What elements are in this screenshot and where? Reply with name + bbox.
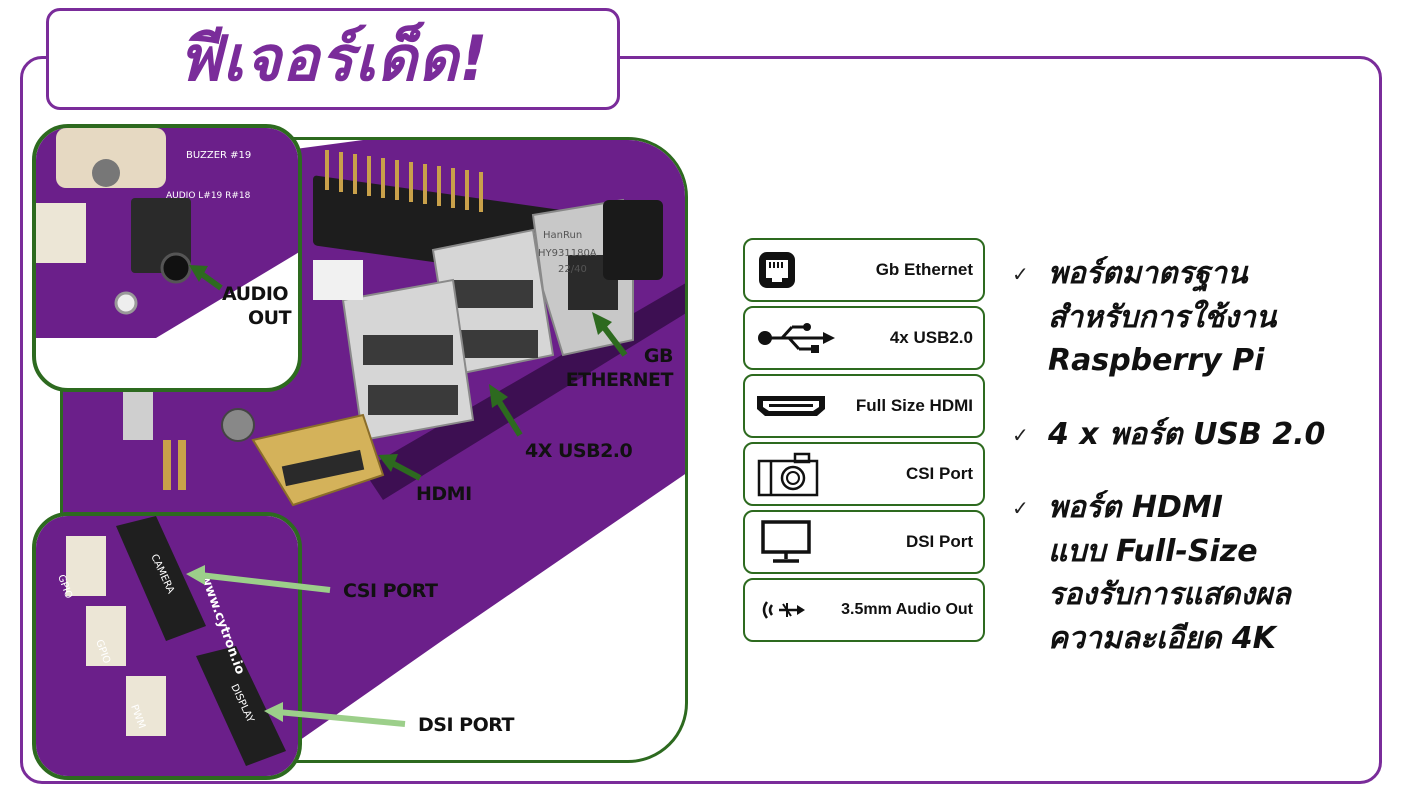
callout-dsi: DSI PORT [418, 714, 514, 736]
feature-audio: 3.5mm Audio Out [743, 578, 985, 642]
pwm-connector [126, 676, 166, 736]
gpio-connector-1 [66, 536, 106, 596]
usb-arrow-head [489, 384, 508, 408]
bullet-line: แบบ Full-Size [1048, 533, 1258, 569]
feature-gb-ethernet: Gb Ethernet [743, 238, 985, 302]
hdmi-arrow-head [378, 454, 398, 472]
feature-label: Gb Ethernet [875, 260, 973, 279]
gb-arrow-head [592, 312, 612, 335]
gpio-pins [325, 150, 483, 212]
grove-connector [36, 203, 86, 263]
bullet-line: ความละเอียด 4K [1048, 620, 1276, 656]
audio-arrow-head [189, 265, 208, 282]
camera-icon [757, 452, 819, 497]
feature-dsi: DSI Port [743, 510, 985, 574]
feature-label: CSI Port [905, 464, 973, 483]
usb-stack-right [431, 228, 555, 377]
csi-dsi-inset: GPIO GPIO PWM CAMERA DISPLAY www.cytron.… [32, 512, 302, 780]
bullet-text: พอร์ต HDMI แบบ Full-Size รองรับการแสดงผล… [1048, 486, 1291, 660]
audio-silk: AUDIO L#19 R#18 [166, 191, 251, 201]
bullet-item: ✓ พอร์ต HDMI แบบ Full-Size รองรับการแสดง… [1012, 486, 1392, 660]
bullet-item: ✓ พอร์ตมาตรฐาน สำหรับการใช้งาน Raspberry… [1012, 252, 1392, 383]
callout-audio-line1: AUDIO [222, 283, 289, 305]
callout-usb: 4X USB2.0 [525, 440, 633, 462]
gpio-connector-2 [86, 606, 126, 666]
csi-arrow-head [186, 565, 205, 585]
check-icon: ✓ [1012, 496, 1029, 520]
callout-audio-line2: OUT [248, 306, 292, 329]
feature-hdmi: Full Size HDMI [743, 374, 985, 438]
bullet-line: พอร์ต HDMI [1048, 490, 1223, 525]
check-icon: ✓ [1012, 262, 1029, 286]
eth-brand: HanRun [543, 230, 582, 241]
feature-label: DSI Port [905, 532, 973, 551]
hdmi-arrow-line [388, 459, 422, 481]
feature-list: Gb Ethernet 4x USB2.0 Full Size HDMI [743, 238, 985, 646]
callout-csi: CSI PORT [343, 580, 438, 602]
feature-label: 3.5mm Audio Out [841, 601, 973, 618]
outer-frame [20, 56, 1382, 784]
callout-hdmi: HDMI [416, 483, 472, 505]
smd-chip [313, 260, 363, 300]
callout-gb-line2: ETHERNET [565, 368, 674, 391]
audio-inset: BUZZER #19 AUDIO L#19 R#18 [32, 124, 302, 392]
hdmi-icon [757, 396, 825, 416]
csi-connector [116, 516, 206, 641]
audio-icon [762, 601, 805, 619]
monitor-icon [761, 520, 811, 563]
bullet-item: ✓ 4 x พอร์ต USB 2.0 [1012, 413, 1392, 457]
power-jack [603, 200, 663, 280]
usb-icon [758, 323, 835, 353]
title-box: ฟีเจอร์เด็ด! [46, 8, 620, 110]
feature-csi: CSI Port [743, 442, 985, 506]
jumper-block [123, 390, 153, 440]
feature-label: 4x USB2.0 [889, 328, 973, 347]
screw [92, 159, 120, 187]
dsi-arrow-head [264, 702, 283, 722]
mount-hole [114, 291, 138, 315]
feature-label: Full Size HDMI [855, 396, 973, 415]
callout-audio-out: AUDIO OUT [222, 283, 292, 331]
eth-model: HY931180A [538, 248, 597, 259]
dsi-arrow-line [277, 709, 406, 727]
buzzer-silk: BUZZER #19 [186, 150, 251, 161]
feature-usb: 4x USB2.0 [743, 306, 985, 370]
coin-cell [56, 128, 166, 188]
bullet-text: พอร์ตมาตรฐาน สำหรับการใช้งาน Raspberry P… [1048, 252, 1276, 383]
dsi-connector [196, 646, 286, 766]
bullet-line: Raspberry Pi [1048, 343, 1265, 378]
bullet-text: 4 x พอร์ต USB 2.0 [1048, 413, 1325, 457]
bullet-line: รองรับการแสดงผล [1048, 577, 1291, 612]
bullet-line: 4 x พอร์ต USB 2.0 [1048, 416, 1326, 452]
callout-gb-line1: GB [643, 345, 674, 367]
ethernet-icon [759, 252, 795, 288]
callout-gb-ethernet: GB ETHERNET [565, 345, 674, 393]
audio-jack-hole [160, 252, 192, 284]
csi-arrow-line [199, 572, 331, 593]
page-title: ฟีเจอร์เด็ด! [177, 22, 489, 95]
check-icon: ✓ [1012, 422, 1029, 447]
hdmi-connector [251, 413, 385, 507]
mount-screw [221, 408, 255, 442]
bullet-line: สำหรับการใช้งาน [1048, 299, 1277, 335]
pin [163, 440, 171, 490]
bullet-line: พอร์ตมาตรฐาน [1048, 256, 1248, 291]
pin [178, 440, 186, 490]
audio-inset-illustration: BUZZER #19 AUDIO L#19 R#18 [36, 128, 298, 338]
usb-stack-left [341, 278, 475, 442]
bullet-list: ✓ พอร์ตมาตรฐาน สำหรับการใช้งาน Raspberry… [1012, 252, 1392, 690]
eth-date: 22/40 [558, 264, 587, 275]
